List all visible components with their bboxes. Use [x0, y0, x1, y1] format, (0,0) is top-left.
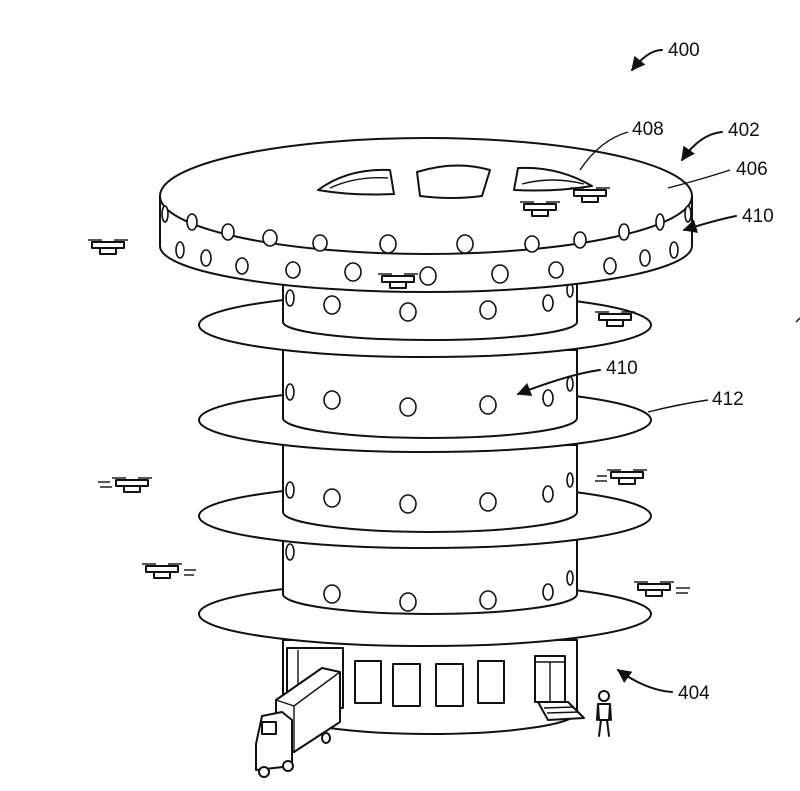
drone-icon [634, 582, 690, 596]
ref-406: 406 [736, 159, 768, 180]
drone-icon [595, 470, 647, 484]
storage-level-2 [283, 445, 577, 532]
window [436, 664, 463, 706]
ref-410-top: 410 [742, 206, 774, 227]
window [355, 661, 381, 703]
person-icon [597, 691, 611, 736]
entrance-door [535, 656, 565, 702]
arrow-icon [632, 50, 662, 70]
ref-404: 404 [678, 683, 710, 704]
arrow-icon [682, 132, 722, 160]
ref-402: 402 [728, 120, 760, 141]
ref-412: 412 [712, 389, 744, 410]
arrow-icon [618, 670, 672, 692]
drone-icon [142, 564, 196, 578]
window [478, 661, 504, 703]
truck-icon [256, 668, 340, 777]
window [393, 664, 420, 706]
ref-400: 400 [668, 40, 700, 61]
top-platform [160, 138, 692, 292]
ref-410-mid: 410 [606, 358, 638, 379]
leader-412 [648, 400, 708, 412]
ref-408: 408 [632, 119, 664, 140]
storage-level-1 [283, 350, 577, 438]
drone-icon [98, 478, 152, 492]
drone-icon [88, 240, 128, 254]
